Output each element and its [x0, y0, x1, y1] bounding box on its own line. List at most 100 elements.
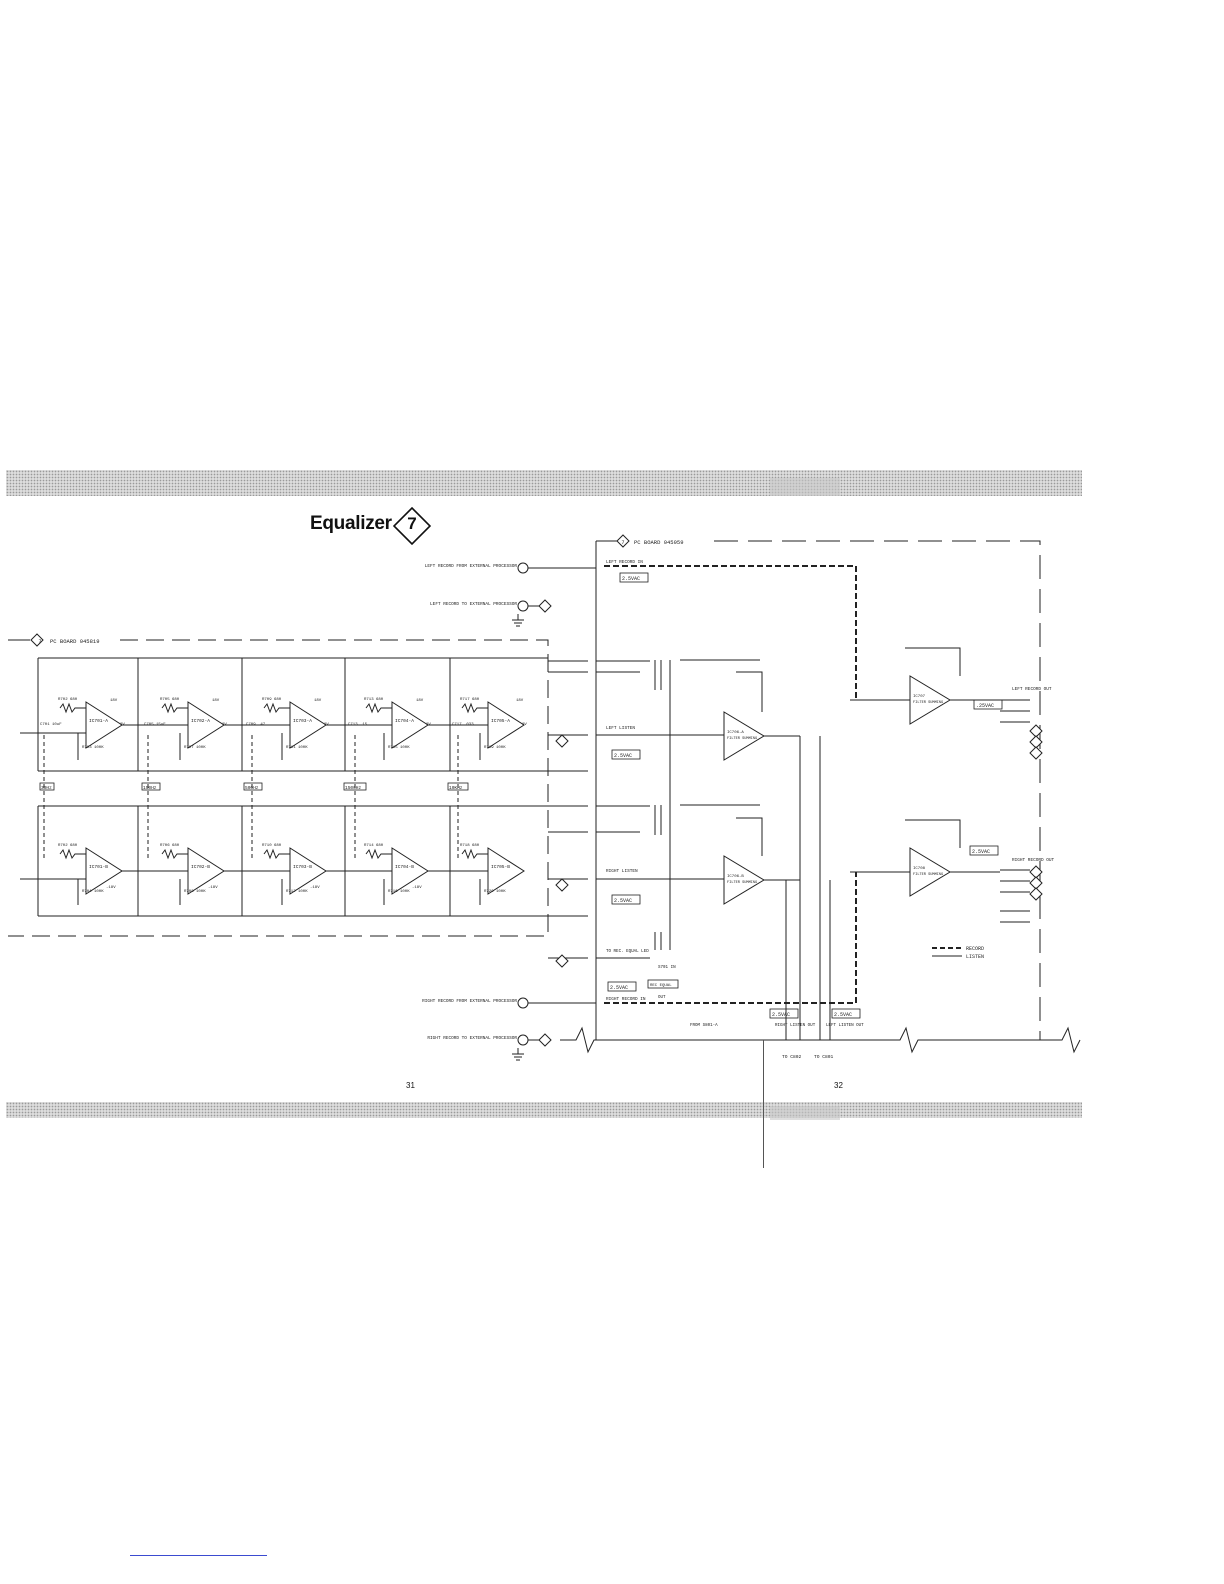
ic701a-label: IC701-A [89, 718, 108, 724]
left-record-out-label: LEFT RECORD OUT [1012, 687, 1052, 692]
ic706b-function: FILTER SUMMING [727, 881, 757, 885]
ic708-label: IC708 [913, 867, 926, 871]
ic706a-label: IC706-A [727, 731, 744, 735]
supply-18v-2: 18V [212, 699, 220, 703]
r707-label: R707 100K [184, 746, 206, 750]
r715-label: R715 100K [388, 746, 410, 750]
vac-label-8: 2.5VAC [972, 849, 990, 855]
ic706a-function: FILTER SUMMING [727, 737, 757, 741]
legend-record-label: RECORD [966, 946, 984, 952]
vac-label-1: 2.5VAC [622, 576, 640, 582]
r708-label: R708 100K [184, 890, 206, 894]
ic707-label: IC707 [913, 695, 926, 699]
ic708-function: FILTER SUMMING [913, 873, 943, 877]
r717-label: R717 680 [460, 698, 480, 702]
rec-equal-label: REC EQUAL [650, 984, 672, 988]
s701-out-label: OUT [658, 996, 666, 1000]
r713-label: R713 680 [364, 698, 384, 702]
supply-neg18v-3: -18V [310, 886, 320, 890]
ic705a-label: IC705-A [491, 718, 510, 724]
r704-label: R704 100K [82, 890, 104, 894]
title-badge: 7 [392, 506, 432, 546]
ic703a-label: IC703-A [293, 718, 312, 724]
halftone-band-top-dark [770, 478, 840, 496]
r702-label: R702 680 [58, 698, 78, 702]
diamond-badge-icon [392, 506, 432, 546]
r716-label: R716 100K [388, 890, 410, 894]
r706-label: R706 680 [160, 844, 180, 848]
r714-label: R714 680 [364, 844, 384, 848]
page-number-right: 32 [834, 1081, 843, 1090]
vac-label-6: 2.5VAC [834, 1012, 852, 1018]
gnd-0v-2: 0V [222, 723, 227, 727]
r711-label: R711 100K [286, 746, 308, 750]
vac-label-3: 2.5VAC [614, 898, 632, 904]
vac-label-2: 2.5VAC [614, 753, 632, 759]
band-label-500hz: 500Hz [245, 785, 259, 791]
right-record-to-label: RIGHT RECORD TO EXTERNAL PROCESSOR [427, 1036, 517, 1041]
band-label-10khz: 10KHz [449, 785, 463, 791]
board-a-label: PC BOARD 045819 [50, 638, 100, 645]
board-b-label: PC BOARD 045959 [634, 539, 684, 546]
band-label-1500hz: 1500Hz [345, 785, 362, 791]
right-record-from-label: RIGHT RECORD FROM EXTERNAL PROCESSOR [422, 999, 517, 1004]
right-record-out-label: RIGHT RECORD OUT [1012, 858, 1055, 863]
supply-neg18v-1: -18V [106, 886, 116, 890]
page-title: Equalizer [310, 513, 392, 534]
right-record-in-label: RIGHT RECORD IN [606, 997, 646, 1002]
r712-label: R712 100K [286, 890, 308, 894]
right-listen-label: RIGHT LISTEN [606, 869, 638, 874]
footer-rule [130, 1555, 267, 1556]
supply-18v-4: 18V [416, 699, 424, 703]
supply-18v-3: 18V [314, 699, 322, 703]
board-b-badge: 7 [621, 540, 624, 546]
gnd-0v-4: 0V [426, 723, 431, 727]
gnd-0v-1: 0V [120, 723, 125, 727]
r705-label: R705 680 [160, 698, 180, 702]
supply-18v-5: 18V [516, 699, 524, 703]
vac-label-4: 2.5VAC [610, 985, 628, 991]
left-listen-out-label: LEFT LISTEN OUT [826, 1024, 864, 1028]
ic705b-label: IC705-B [491, 864, 510, 870]
c705-label: C705 15uF [144, 723, 166, 727]
band-label-150hz: 150Hz [143, 785, 157, 791]
to-c802-label: TO C802 [782, 1054, 802, 1060]
ic702b-label: IC702-B [191, 864, 210, 870]
to-rec-equal-led-label: TO REC. EQUAL LED [606, 950, 649, 954]
from-s801-label: FROM S801-A [690, 1024, 718, 1028]
board-a-badge: 7 [38, 639, 41, 645]
vac-label-7: .25VAC [976, 703, 994, 709]
s701-label: S701 IN [658, 966, 676, 970]
c701-label: C701 10uF [40, 723, 62, 727]
right-listen-out-label: RIGHT LISTEN OUT [775, 1024, 816, 1028]
r718-label: R718 680 [460, 844, 480, 848]
r720-label: R720 100K [484, 890, 506, 894]
r702b-label: R702 680 [58, 844, 78, 848]
supply-neg18v-4: -18V [412, 886, 422, 890]
ic704b-label: IC704-B [395, 864, 414, 870]
r703-label: R703 100K [82, 746, 104, 750]
left-record-in-label: LEFT RECORD IN [606, 560, 643, 565]
supply-18v-1: 18V [110, 699, 118, 703]
ic703b-label: IC703-B [293, 864, 312, 870]
to-c801-label: TO C801 [814, 1054, 834, 1060]
ic707-function: FILTER SUMMING [913, 701, 943, 705]
gnd-0v-5: 0V [522, 723, 527, 727]
r710-label: R710 680 [262, 844, 282, 848]
band-label-30hz: 30Hz [41, 785, 52, 791]
ic704a-label: IC704-A [395, 718, 414, 724]
ic702a-label: IC702-A [191, 718, 210, 724]
r709-label: R709 680 [262, 698, 282, 702]
vac-label-5: 2.5VAC [772, 1012, 790, 1018]
gnd-0v-3: 0V [324, 723, 329, 727]
supply-neg18v-2: -18V [208, 886, 218, 890]
ic706b-label: IC706-B [727, 875, 744, 879]
left-record-to-label: LEFT RECORD TO EXTERNAL PROCESSOR [430, 602, 517, 607]
c717-label: C717 .033 [452, 723, 474, 727]
halftone-band-bottom-dark [770, 1106, 840, 1120]
r719-label: R719 100K [484, 746, 506, 750]
c709-label: C709 .47 [246, 723, 266, 727]
left-listen-label: LEFT LISTEN [606, 726, 635, 731]
legend-listen-label: LISTEN [966, 954, 984, 960]
